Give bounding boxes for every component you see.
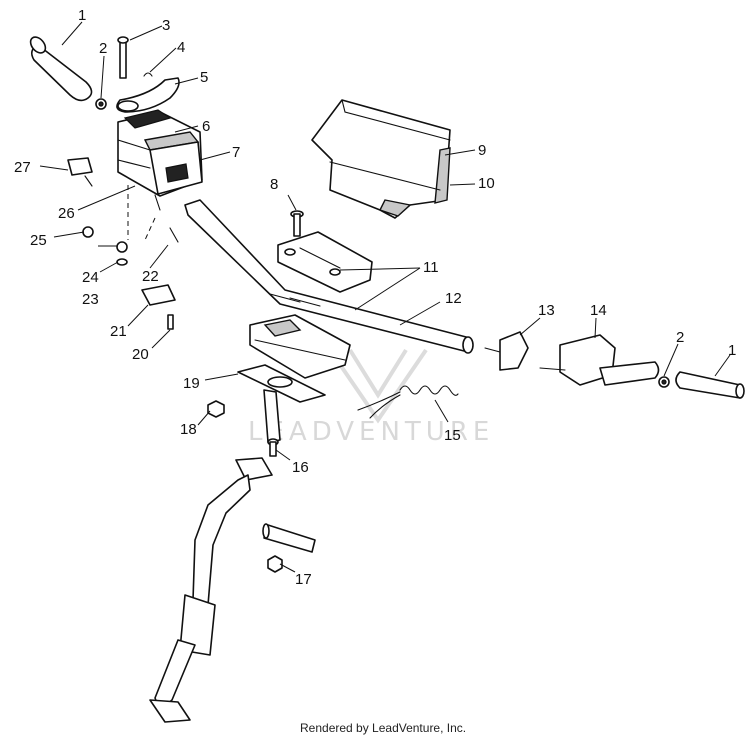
callout-26: 26 — [58, 205, 75, 222]
watermark: LEADVENTURE — [248, 348, 494, 447]
pivot-pin — [117, 36, 129, 79]
callout-25: 25 — [30, 232, 47, 249]
callout-15: 15 — [444, 427, 461, 444]
callout-2-left: 2 — [99, 40, 107, 57]
callout-13: 13 — [538, 302, 555, 319]
callout-23: 23 — [82, 291, 99, 308]
callout-19: 19 — [183, 375, 200, 392]
callout-22: 22 — [142, 268, 159, 285]
column-bolt — [267, 438, 279, 457]
callout-5: 5 — [200, 69, 208, 86]
watermark-logo — [328, 348, 428, 424]
switch-hardware — [82, 185, 179, 330]
callout-10: 10 — [478, 175, 495, 192]
right-end-plug — [658, 376, 670, 388]
callout-4: 4 — [177, 39, 185, 56]
column-nut — [207, 400, 225, 418]
left-grip — [29, 36, 93, 102]
callout-14: 14 — [590, 302, 607, 319]
callout-17: 17 — [295, 571, 312, 588]
steering-column — [149, 364, 326, 723]
kill-switch — [67, 157, 93, 187]
left-end-plug — [95, 98, 107, 110]
master-cylinder — [539, 334, 660, 386]
callout-27: 27 — [14, 159, 31, 176]
throttle-housing — [117, 109, 203, 197]
callout-21: 21 — [110, 323, 127, 340]
callout-7: 7 — [232, 144, 240, 161]
retaining-clip — [143, 72, 153, 77]
handlebar — [184, 199, 474, 354]
callout-11: 11 — [423, 259, 439, 276]
leader-lines — [39, 21, 731, 573]
column-bushing — [262, 523, 316, 553]
upper-clamp — [277, 231, 373, 293]
callout-20: 20 — [132, 346, 149, 363]
headlight-pod — [311, 99, 451, 219]
callout-9: 9 — [478, 142, 486, 159]
callout-24: 24 — [82, 269, 99, 286]
callout-2-right: 2 — [676, 329, 684, 346]
right-grip — [675, 371, 745, 399]
callout-1-right: 1 — [728, 342, 736, 359]
callout-labels: 1 2 3 4 5 6 7 8 9 10 11 12 13 14 2 1 15 … — [14, 7, 736, 588]
brake-lever-bracket — [484, 331, 529, 371]
callout-6: 6 — [202, 118, 210, 135]
clamp-bolt — [290, 210, 304, 237]
callout-16: 16 — [292, 459, 309, 476]
coiled-wire — [357, 385, 459, 419]
callout-8: 8 — [270, 176, 278, 193]
callout-18: 18 — [180, 421, 197, 438]
throttle-lever — [116, 77, 180, 113]
bushing-nut — [267, 555, 283, 573]
callout-1-left: 1 — [78, 7, 86, 24]
callout-3: 3 — [162, 17, 170, 34]
watermark-text: LEADVENTURE — [248, 417, 494, 447]
footer-credit: Rendered by LeadVenture, Inc. — [300, 721, 466, 735]
lower-clamp — [249, 314, 351, 379]
callout-12: 12 — [445, 290, 462, 307]
